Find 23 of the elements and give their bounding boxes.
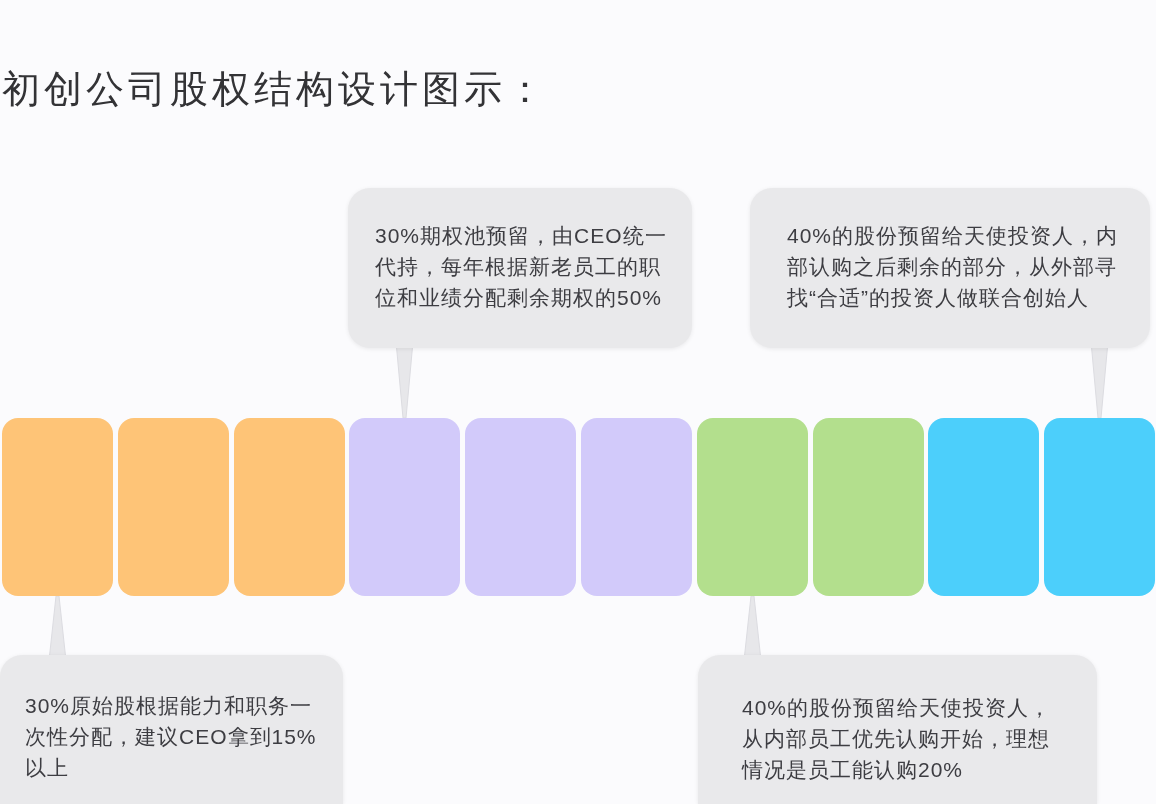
callout-text: 30%期权池预留，由CEO统一代持，每年根据新老员工的职位和业绩分配剩余期权的50%: [375, 223, 667, 311]
equity-block: [118, 418, 229, 596]
equity-block: [349, 418, 460, 596]
equity-block: [928, 418, 1039, 596]
callout-text: 40%的股份预留给天使投资人，从内部员工优先认购开始，理想情况是员工能认购20%: [742, 695, 1052, 783]
speech-bubble: [348, 188, 692, 348]
callout-text: 40%的股份预留给天使投资人，内部认购之后剩余的部分，从外部寻找“合适”的投资人做联合创始人: [787, 223, 1119, 311]
equity-block: [813, 418, 924, 596]
callout-pointer: [396, 346, 413, 419]
callout-pointer: [1091, 346, 1108, 419]
diagram-title: 初创公司股权结构设计图示：: [2, 67, 548, 112]
callout-pointer: [744, 595, 761, 657]
equity-block: [234, 418, 345, 596]
speech-bubble: [698, 655, 1097, 804]
callout-pointer: [49, 595, 66, 657]
equity-block: [2, 418, 113, 596]
callout-text: 30%原始股根据能力和职务一次性分配，建议CEO拿到15%以上: [25, 693, 317, 781]
equity-block: [465, 418, 576, 596]
speech-bubble: [0, 655, 343, 804]
speech-bubble: [750, 188, 1150, 348]
equity-block: [581, 418, 692, 596]
equity-block: [697, 418, 808, 596]
equity-block: [1044, 418, 1155, 596]
